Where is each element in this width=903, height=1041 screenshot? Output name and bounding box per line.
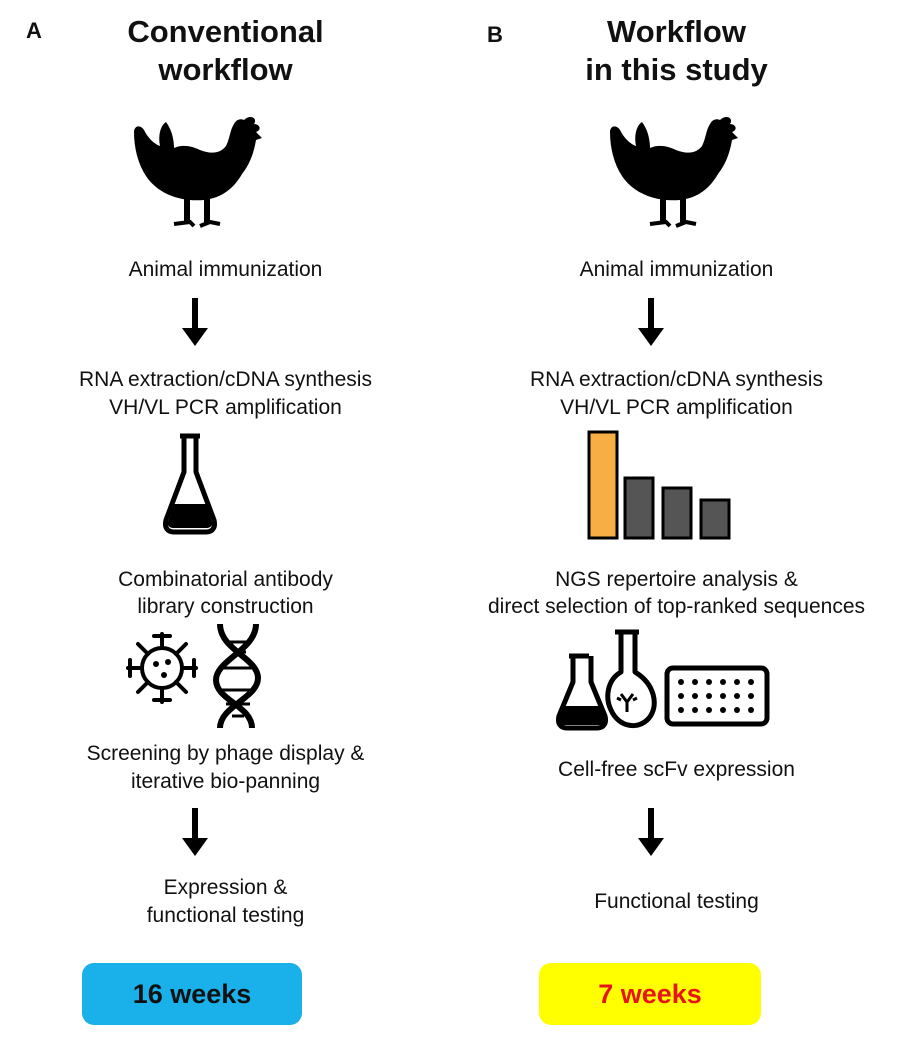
chicken-icon [606,108,746,238]
step-phage-screening-1: Screening by phage display & [86,742,365,765]
bar-4 [699,498,731,540]
dna-icon [212,623,262,729]
arrow-down-icon [636,298,666,348]
panel-title-line1: Conventional [127,14,324,49]
lab-glassware-icon [556,629,770,731]
bar-3 [661,486,693,540]
bar-2 [623,476,655,540]
step-pcr-amplification: VH/VL PCR amplification [109,396,342,419]
phage-icon [126,632,198,704]
bar-highlight [587,430,619,540]
step-immunization: Animal immunization [128,258,323,281]
step-expression-2: functional testing [146,904,305,927]
chicken-icon [130,108,270,238]
step-functional-testing: Functional testing [594,890,759,913]
step-pcr-amplification: VH/VL PCR amplification [560,396,793,419]
duration-badge: 16 weeks [82,963,302,1025]
panel-letter: B [487,22,503,47]
arrow-down-icon [636,808,666,858]
flask-icon [163,433,217,535]
panel-title-line2: workflow [158,52,293,87]
bar-chart-icon [587,430,731,540]
step-cell-free-expression: Cell-free scFv expression [558,758,795,781]
step-ngs-analysis-1: NGS repertoire analysis & [555,568,798,591]
arrow-down-icon [180,298,210,348]
step-ngs-analysis-2: direct selection of top-ranked sequences [487,595,866,618]
step-library-construction-2: library construction [137,595,314,618]
panel-title-line2: in this study [585,52,768,87]
arrow-down-icon [180,808,210,858]
step-rna-extraction: RNA extraction/cDNA synthesis [530,368,823,391]
step-phage-screening-2: iterative bio-panning [130,770,321,793]
step-immunization: Animal immunization [579,258,774,281]
duration-badge: 7 weeks [539,963,761,1025]
panel-this-study-workflow: B Workflow in this study Animal immuniza… [451,0,902,1041]
panel-letter: A [26,18,42,43]
step-rna-extraction: RNA extraction/cDNA synthesis [79,368,372,391]
panel-title-line1: Workflow [607,14,746,49]
step-expression-1: Expression & [163,876,288,899]
panel-conventional-workflow: A Conventional workflow Animal immunizat… [0,0,451,1041]
step-library-construction-1: Combinatorial antibody [118,568,333,591]
